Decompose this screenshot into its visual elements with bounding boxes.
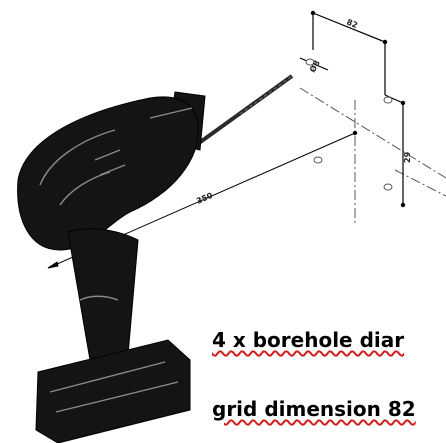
borehole-2 [383,96,393,104]
borehole-caption: 4 x borehole diar [212,328,405,352]
drill-illustration [17,91,206,443]
borehole-3 [383,183,393,191]
drill-bit [190,74,294,150]
drill-housing [17,96,199,251]
drill-highlights [39,107,193,413]
borehole-1 [305,58,315,66]
grid-horizontal-dimension-label: 82 [345,18,359,31]
borehole-4 [313,156,323,164]
centerlines [299,87,446,225]
grid-dimension-caption: grid dimension 82 [212,397,416,421]
boreholes [305,58,393,191]
grid-vertical-dimension-label: 29 [403,151,412,163]
drill-battery [35,339,191,443]
borehole-grid-frame [299,12,404,205]
length-dimension-label: 350 [195,191,214,206]
dimension-points [310,10,406,208]
